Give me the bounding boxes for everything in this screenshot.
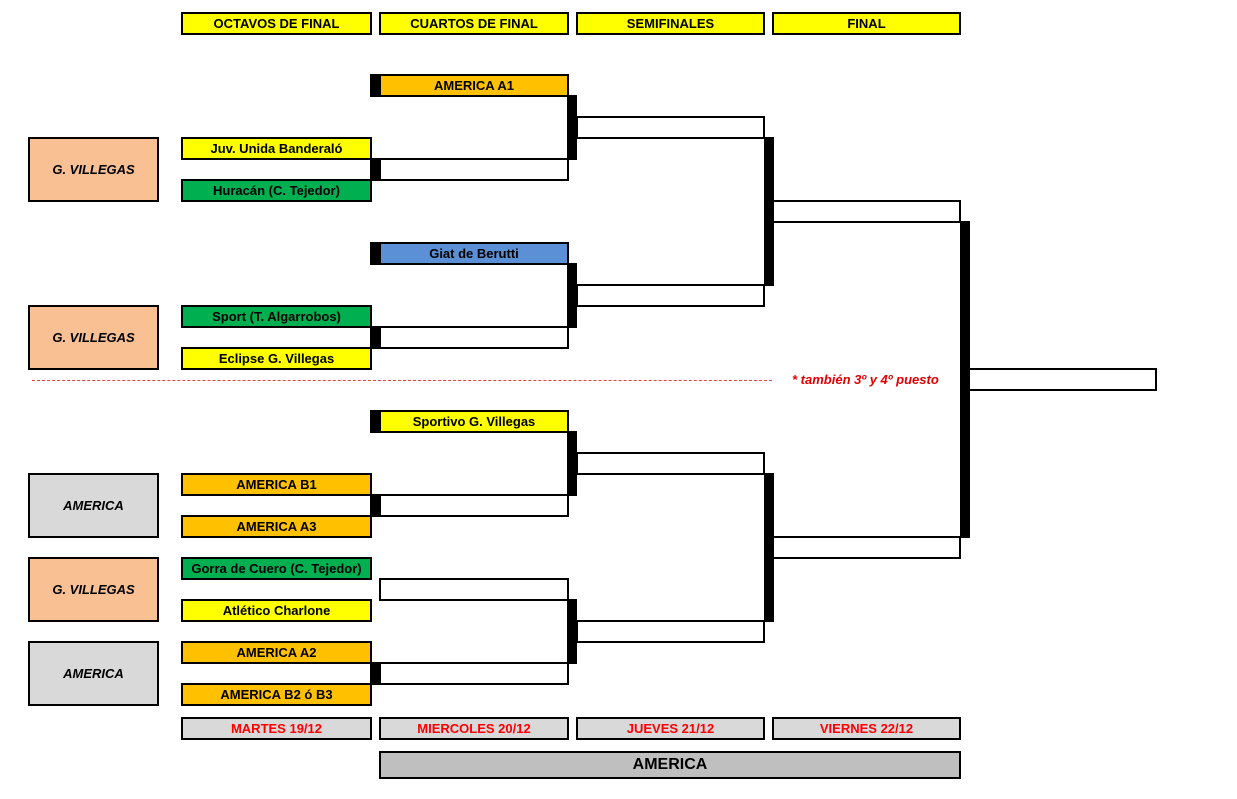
- bracket-connector: [370, 494, 380, 517]
- winner-slot: [576, 116, 765, 139]
- bracket-connector: [370, 326, 380, 349]
- venue-box: AMERICA: [28, 641, 159, 706]
- round-header-final: FINAL: [772, 12, 961, 35]
- bracket-connector: [567, 431, 577, 496]
- match-date: MIERCOLES 20/12: [379, 717, 569, 740]
- section-divider: [32, 380, 772, 381]
- bracket-connector: [567, 263, 577, 328]
- team-octavos: Huracán (C. Tejedor): [181, 179, 372, 202]
- bracket-connector: [370, 74, 380, 97]
- winner-slot: [379, 662, 569, 685]
- venue-box: AMERICA: [28, 473, 159, 538]
- winner-slot: [772, 536, 961, 559]
- team-octavos: AMERICA A2: [181, 641, 372, 664]
- venue-box: G. VILLEGAS: [28, 305, 159, 370]
- winner-slot: [576, 452, 765, 475]
- match-date: JUEVES 21/12: [576, 717, 765, 740]
- winner-slot: [379, 158, 569, 181]
- bracket-connector: [764, 137, 774, 286]
- bracket-connector: [370, 662, 380, 685]
- host-venue-footer: AMERICA: [379, 751, 961, 779]
- winner-slot: [379, 494, 569, 517]
- team-octavos: AMERICA B2 ó B3: [181, 683, 372, 706]
- third-place-note: * también 3º y 4º puesto: [792, 372, 939, 387]
- bracket-connector: [370, 158, 380, 181]
- team-octavos: AMERICA A3: [181, 515, 372, 538]
- venue-box: G. VILLEGAS: [28, 137, 159, 202]
- winner-slot: [772, 200, 961, 223]
- team-octavos: Sport (T. Algarrobos): [181, 305, 372, 328]
- bracket-connector: [960, 221, 970, 538]
- round-header-octavos: OCTAVOS DE FINAL: [181, 12, 372, 35]
- winner-slot: [576, 620, 765, 643]
- winner-slot: [379, 326, 569, 349]
- team-octavos: AMERICA B1: [181, 473, 372, 496]
- bracket-connector: [370, 242, 380, 265]
- round-header-semifinales: SEMIFINALES: [576, 12, 765, 35]
- bracket-connector: [370, 410, 380, 433]
- team-cuartos: AMERICA A1: [379, 74, 569, 97]
- team-cuartos: Sportivo G. Villegas: [379, 410, 569, 433]
- team-octavos: Eclipse G. Villegas: [181, 347, 372, 370]
- team-cuartos: Giat de Berutti: [379, 242, 569, 265]
- winner-slot: [576, 284, 765, 307]
- team-octavos: Atlético Charlone: [181, 599, 372, 622]
- venue-box: G. VILLEGAS: [28, 557, 159, 622]
- bracket-connector: [567, 95, 577, 160]
- champion-slot: [968, 368, 1157, 391]
- match-date: MARTES 19/12: [181, 717, 372, 740]
- bracket-connector: [764, 473, 774, 622]
- bracket-connector: [567, 599, 577, 664]
- team-octavos: Juv. Unida Banderaló: [181, 137, 372, 160]
- winner-slot: [379, 578, 569, 601]
- round-header-cuartos: CUARTOS DE FINAL: [379, 12, 569, 35]
- team-octavos: Gorra de Cuero (C. Tejedor): [181, 557, 372, 580]
- match-date: VIERNES 22/12: [772, 717, 961, 740]
